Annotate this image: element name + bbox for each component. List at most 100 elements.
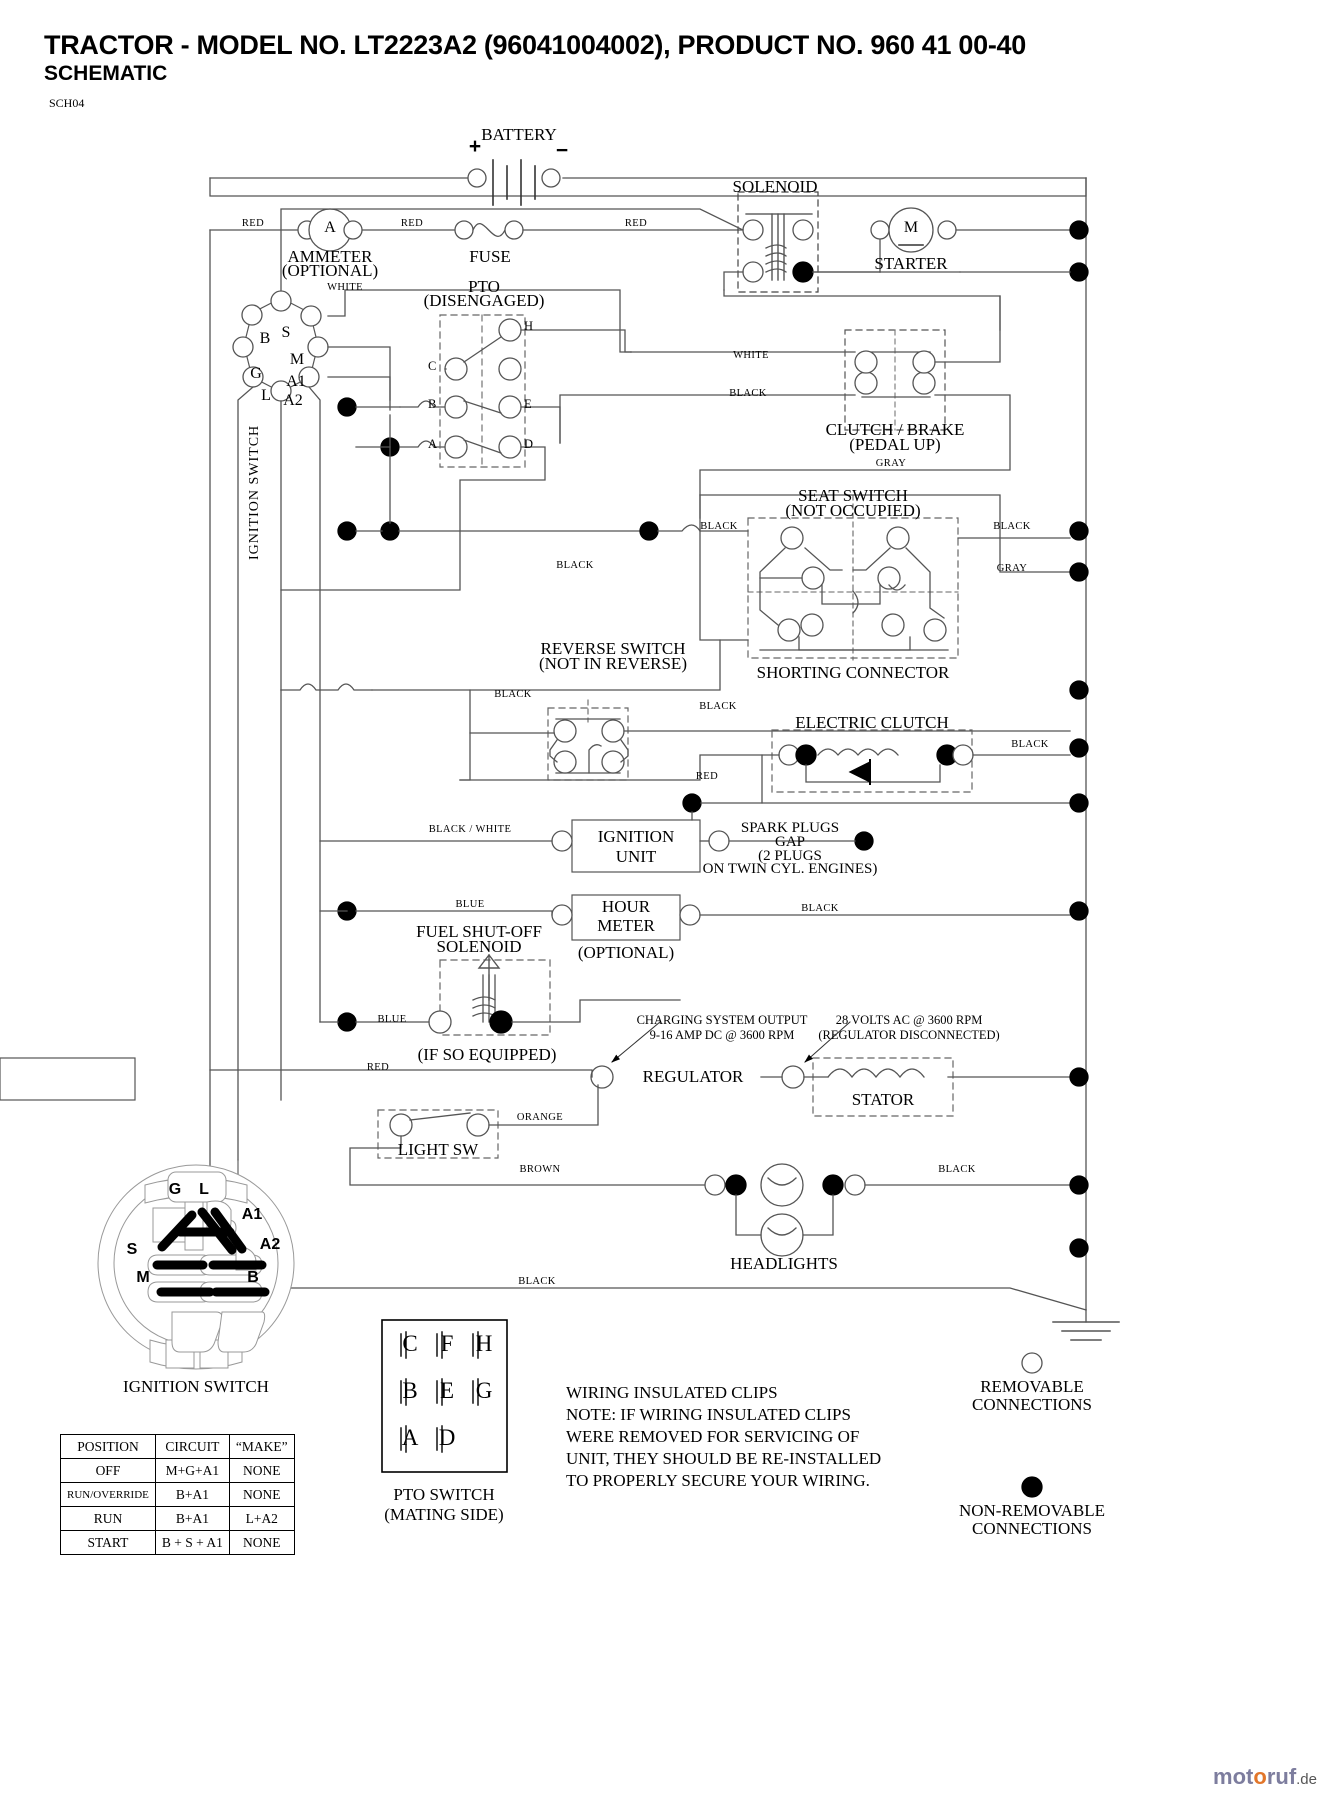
wire-label-brown-head: BROWN — [519, 1164, 561, 1175]
table-row: RUN/OVERRIDE B+A1 NONE — [60, 1482, 295, 1507]
hour-meter-optional-label: (OPTIONAL) — [577, 943, 675, 962]
ign-terminal-A2: A2 — [283, 392, 303, 409]
watermark-accent: o — [1253, 1764, 1267, 1789]
ign-terminal-L: L — [261, 387, 271, 404]
watermark-suffix: .de — [1296, 1771, 1317, 1788]
wire-label-black-seat-out: BLACK — [993, 521, 1031, 532]
spark-plugs-label-3: (2 PLUGS — [758, 848, 822, 864]
face-terminal-L: L — [199, 1181, 209, 1198]
stator-label: STATOR — [851, 1090, 915, 1109]
face-terminal-A1: A1 — [241, 1206, 263, 1223]
table-header-row: POSITION CIRCUIT “MAKE” — [60, 1434, 295, 1459]
pto-terminal-H: H — [524, 319, 534, 333]
spark-plugs-label-4: ON TWIN CYL. ENGINES) — [702, 861, 878, 877]
spark-plugs-label-1: SPARK PLUGS — [740, 820, 840, 836]
wire-label-black-white: BLACK / WHITE — [428, 824, 512, 835]
cell-position: OFF — [60, 1458, 156, 1483]
spark-plugs-label-2: GAP — [774, 834, 806, 850]
charging-output-label-1: CHARGING SYSTEM OUTPUT — [636, 1013, 808, 1027]
stator-note-label-1: 28 VOLTS AC @ 3600 RPM — [835, 1013, 983, 1027]
wire-label-blue-fuel: BLUE — [377, 1014, 407, 1025]
pto-pin-F: F — [440, 1331, 454, 1356]
wire-label-red-reg: RED — [366, 1062, 390, 1073]
pto-state-label: (DISENGAGED) — [423, 291, 545, 310]
cell-circuit: B+A1 — [154, 1482, 230, 1507]
wire-label-red-1: RED — [241, 218, 265, 229]
page-subtitle: SCHEMATIC — [44, 62, 168, 85]
ignition-switch-caption: IGNITION SWITCH — [123, 1377, 269, 1396]
fuel-shutoff-note-label: (IF SO EQUIPPED) — [417, 1045, 557, 1064]
cell-position: RUN/OVERRIDE — [60, 1482, 156, 1507]
wire-label-red-clutch: RED — [695, 771, 719, 782]
watermark: motoruf.de — [1213, 1764, 1317, 1790]
reverse-switch-state-label: (NOT IN REVERSE) — [539, 654, 687, 673]
fuse-label: FUSE — [469, 247, 511, 266]
face-terminal-M: M — [136, 1269, 150, 1286]
legend-nonremovable-1: NON-REMOVABLE — [958, 1501, 1106, 1520]
ign-terminal-M: M — [289, 351, 305, 368]
cell-make: NONE — [228, 1458, 295, 1483]
ign-terminal-A1: A1 — [286, 373, 306, 390]
fuel-shutoff-label-1: FUEL SHUT-OFF — [416, 922, 542, 941]
battery-minus-label: − — [555, 139, 569, 162]
ignition-switch-axis-label: IGNITION SWITCH — [247, 424, 262, 560]
cell-make: NONE — [228, 1482, 295, 1507]
face-terminal-S: S — [126, 1241, 138, 1258]
cell-circuit: M+G+A1 — [154, 1458, 230, 1483]
pto-pin-D: D — [438, 1425, 456, 1450]
notes-line-2: NOTE: IF WIRING INSULATED CLIPS — [566, 1405, 851, 1424]
watermark-main: mot — [1213, 1764, 1254, 1789]
light-switch-label: LIGHT SW — [397, 1140, 479, 1159]
page-title: TRACTOR - MODEL NO. LT2223A2 (9604100400… — [44, 30, 1026, 60]
wire-label-red-3: RED — [624, 218, 648, 229]
wire-label-white-2: WHITE — [733, 350, 769, 361]
ammeter-symbol: A — [324, 219, 336, 236]
watermark-main2: ruf — [1266, 1764, 1297, 1789]
wire-label-black-ground: BLACK — [518, 1276, 556, 1287]
fuel-shutoff-label-2: SOLENOID — [436, 937, 522, 956]
pto-pin-C: C — [402, 1331, 418, 1356]
ign-terminal-G: G — [250, 365, 262, 382]
battery-label: BATTERY — [481, 125, 557, 144]
notes-line-4: UNIT, THEY SHOULD BE RE-INSTALLED — [566, 1449, 882, 1468]
ignition-unit-label-1: IGNITION — [597, 827, 675, 846]
wire-label-black-mid: BLACK — [556, 560, 594, 571]
regulator-label: REGULATOR — [642, 1067, 744, 1086]
battery-plus-label: + — [468, 135, 482, 158]
pto-pin-E: E — [439, 1378, 455, 1403]
position-table: POSITION CIRCUIT “MAKE” OFF M+G+A1 NONE … — [60, 1434, 295, 1555]
legend-removable-2: CONNECTIONS — [972, 1395, 1092, 1414]
clutch-brake-label: CLUTCH / BRAKE — [825, 420, 965, 439]
solenoid-label: SOLENOID — [732, 177, 818, 196]
hour-meter-label-1: HOUR — [601, 897, 651, 916]
table-header-position: POSITION — [60, 1434, 156, 1459]
shorting-connector-label: SHORTING CONNECTOR — [756, 663, 950, 682]
cell-make: NONE — [228, 1530, 295, 1555]
pto-label: PTO — [468, 277, 500, 296]
table-row: RUN B+A1 L+A2 — [60, 1506, 295, 1531]
wire-label-black-seat-in: BLACK — [700, 521, 738, 532]
table-header-make: “MAKE” — [228, 1434, 295, 1459]
pto-terminal-E: E — [524, 397, 532, 411]
wire-label-gray-1: GRAY — [875, 458, 907, 469]
pto-pin-A: A — [401, 1425, 419, 1450]
cell-circuit: B + S + A1 — [154, 1530, 230, 1555]
cell-make: L+A2 — [228, 1506, 295, 1531]
starter-label: STARTER — [874, 254, 948, 273]
ignition-unit-label-2: UNIT — [615, 847, 657, 866]
notes-line-1: WIRING INSULATED CLIPS — [566, 1383, 778, 1402]
notes-line-5: TO PROPERLY SECURE YOUR WIRING. — [566, 1471, 870, 1490]
wire-label-gray-2: GRAY — [996, 563, 1028, 574]
legend-removable-1: REMOVABLE — [980, 1377, 1084, 1396]
pto-switch-caption-1: PTO SWITCH — [393, 1485, 495, 1504]
face-terminal-A2: A2 — [259, 1236, 281, 1253]
pto-terminal-B: B — [428, 397, 437, 411]
seat-switch-label: SEAT SWITCH — [798, 486, 908, 505]
charging-output-label-2: 9-16 AMP DC @ 3600 RPM — [649, 1028, 795, 1042]
ammeter-optional-label: (OPTIONAL) — [281, 261, 379, 280]
pto-pin-B: B — [402, 1378, 418, 1403]
ammeter-label: AMMETER — [287, 247, 373, 266]
cell-circuit: B+A1 — [154, 1506, 230, 1531]
pto-pin-H: H — [475, 1331, 493, 1356]
pto-switch-caption-2: (MATING SIDE) — [384, 1505, 504, 1524]
